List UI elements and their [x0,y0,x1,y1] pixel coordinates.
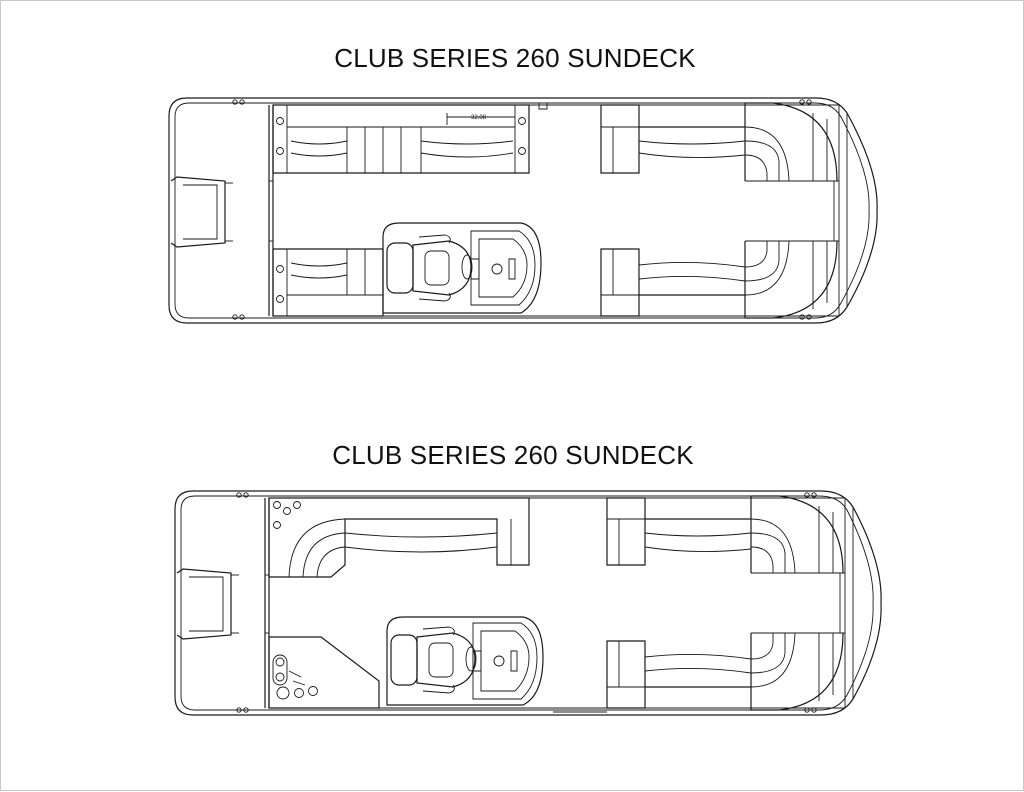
helm-console [387,617,543,705]
aft-utility-station [269,637,379,708]
forward-port-lounge [607,633,845,710]
hull-outline [169,98,877,323]
layout-title-top: CLUB SERIES 260 SUNDECK [334,43,696,73]
stern-swim-platform [177,569,239,639]
bow-gate [553,708,607,712]
cleat-icons [233,100,811,319]
helm-seat [391,627,476,693]
forward-port-lounge [601,241,839,318]
cleat-icons [237,493,816,712]
dimension-marker: 32.08 [447,113,515,125]
aft-starboard-lounge [273,105,529,173]
aft-corner-lounge [269,498,529,577]
forward-starboard-lounge [607,496,845,573]
dimension-label: 32.08 [471,115,487,121]
hull-outline [175,491,881,715]
bow-gate [539,103,601,109]
helm-console [383,223,541,313]
helm-seat [387,235,472,301]
layout-title-bottom: CLUB SERIES 260 SUNDECK [332,440,694,470]
deck-rail [269,498,845,708]
stern-swim-platform [171,177,233,247]
forward-starboard-lounge [601,103,839,181]
